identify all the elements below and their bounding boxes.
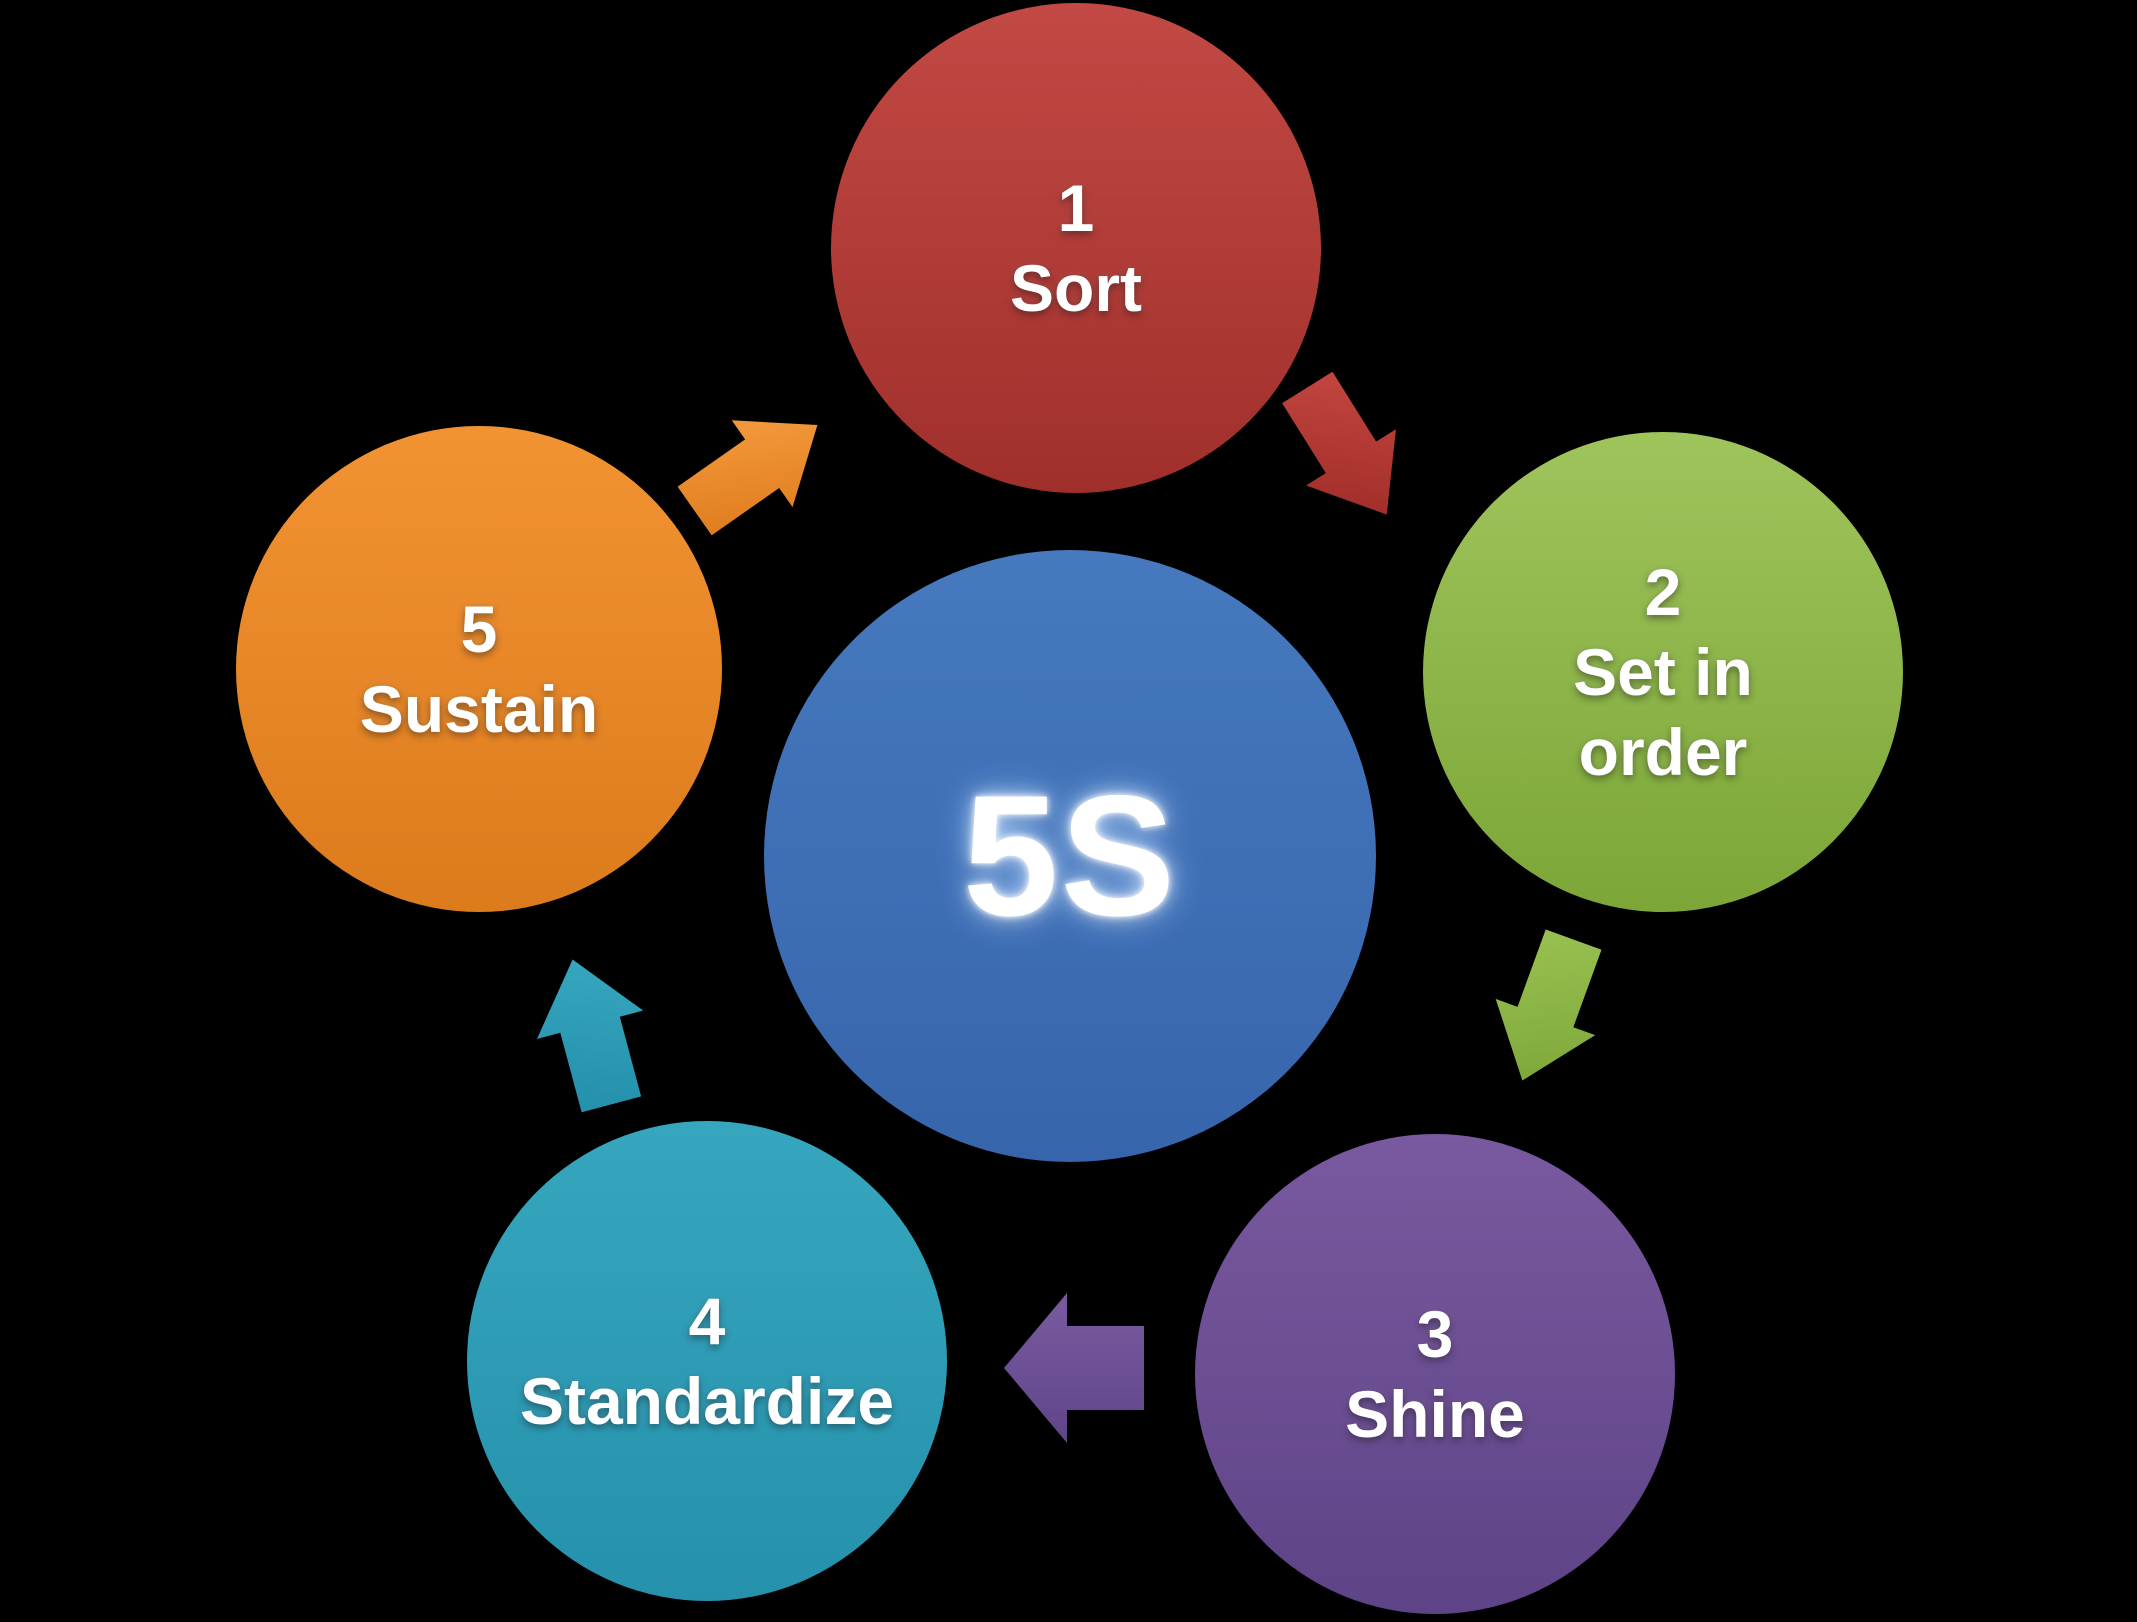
arrow-sort-to-set-in-order <box>1282 371 1396 515</box>
arrow-shine-to-standardize <box>1004 1293 1144 1443</box>
step-number: 1 <box>1057 171 1095 245</box>
step-label: Shine <box>1345 1377 1525 1451</box>
center-circle-5s: 5S <box>764 550 1376 1162</box>
step-circle-shine: 3 Shine <box>1195 1134 1675 1614</box>
arrow-set-in-order-to-shine <box>1495 929 1602 1081</box>
step-number: 2 <box>1644 555 1682 629</box>
step-label: Standardize <box>519 1364 895 1438</box>
step-number: 4 <box>688 1284 726 1358</box>
step-circle-sort: 1 Sort <box>831 3 1321 493</box>
center-label: 5S <box>962 760 1178 952</box>
step-label: Set in order <box>1573 635 1753 789</box>
step-number: 5 <box>460 592 498 666</box>
step-label: Sustain <box>359 672 599 746</box>
arrow-standardize-to-sustain <box>536 959 644 1113</box>
step-number: 3 <box>1416 1297 1454 1371</box>
step-circle-standardize: 4 Standardize <box>467 1121 947 1601</box>
arrow-sustain-to-sort <box>677 420 818 536</box>
step-circle-set-in-order: 2 Set in order <box>1423 432 1903 912</box>
step-label: Sort <box>1010 251 1142 325</box>
step-circle-sustain: 5 Sustain <box>236 426 722 912</box>
